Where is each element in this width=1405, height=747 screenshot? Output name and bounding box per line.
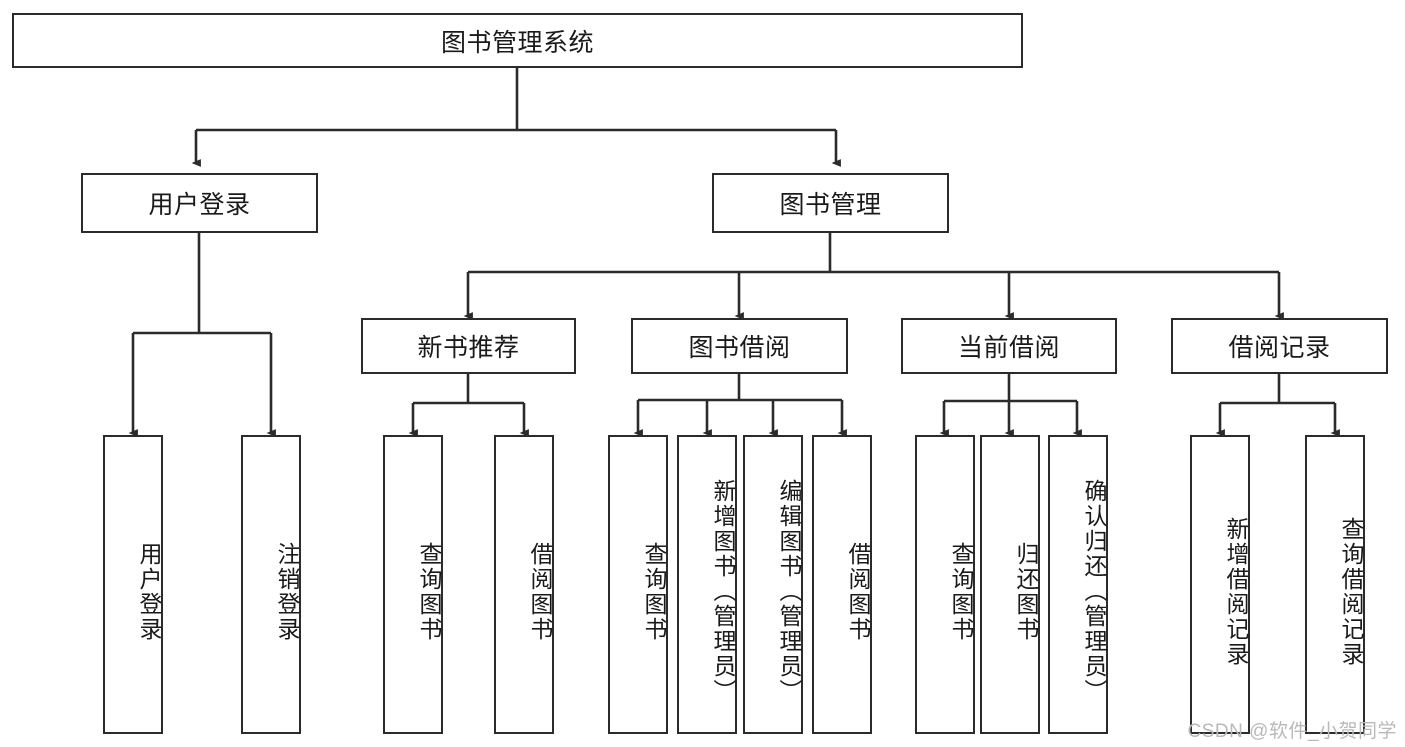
node-label: 新书推荐 (417, 334, 520, 362)
node-label: 归还图书 (1013, 541, 1039, 642)
leaf-current-borrow-query[interactable]: 查询图书 (915, 435, 975, 734)
node-label: 当前借阅 (957, 334, 1060, 362)
node-label: 借阅记录 (1228, 334, 1331, 362)
node-book-management[interactable]: 图书管理 (712, 173, 949, 233)
node-label: 确认归还（管理员） (1081, 479, 1107, 704)
leaf-current-borrow-confirm-return[interactable]: 确认归还（管理员） (1048, 435, 1108, 734)
leaf-user-login-login[interactable]: 用户登录 (103, 435, 163, 734)
node-label: 查询图书 (416, 541, 442, 642)
node-label: 用户登录 (136, 541, 162, 642)
leaf-borrow-record-add[interactable]: 新增借阅记录 (1190, 435, 1250, 734)
node-current-borrow[interactable]: 当前借阅 (901, 318, 1117, 374)
node-label: 图书管理系统 (440, 28, 594, 57)
node-new-book-recommend[interactable]: 新书推荐 (361, 318, 576, 374)
leaf-new-book-borrow[interactable]: 借阅图书 (494, 435, 554, 734)
leaf-book-borrow-query[interactable]: 查询图书 (608, 435, 668, 734)
node-label: 查询图书 (641, 541, 667, 642)
node-root-system[interactable]: 图书管理系统 (12, 13, 1023, 68)
node-label: 新增借阅记录 (1223, 516, 1249, 667)
node-label: 借阅图书 (845, 541, 871, 642)
node-label: 编辑图书（管理员） (776, 479, 802, 704)
node-label: 查询图书 (948, 541, 974, 642)
node-label: 借阅图书 (527, 541, 553, 642)
node-label: 用户登录 (148, 191, 251, 219)
node-borrow-record[interactable]: 借阅记录 (1171, 318, 1388, 374)
node-user-login[interactable]: 用户登录 (81, 173, 318, 233)
leaf-book-borrow-edit[interactable]: 编辑图书（管理员） (743, 435, 803, 734)
leaf-current-borrow-return[interactable]: 归还图书 (980, 435, 1040, 734)
node-book-borrow[interactable]: 图书借阅 (631, 318, 848, 374)
node-label: 新增图书（管理员） (710, 479, 736, 704)
node-label: 注销登录 (274, 541, 300, 642)
leaf-book-borrow-add[interactable]: 新增图书（管理员） (677, 435, 737, 734)
csdn-watermark: CSDN @软件_小贺同学 (1187, 721, 1397, 742)
node-label: 图书管理 (779, 191, 882, 219)
leaf-new-book-query[interactable]: 查询图书 (383, 435, 443, 734)
node-label: 图书借阅 (688, 334, 791, 362)
leaf-book-borrow-lend[interactable]: 借阅图书 (812, 435, 872, 734)
leaf-borrow-record-query[interactable]: 查询借阅记录 (1305, 435, 1365, 734)
leaf-user-login-logout[interactable]: 注销登录 (241, 435, 301, 734)
node-label: 查询借阅记录 (1338, 516, 1364, 667)
